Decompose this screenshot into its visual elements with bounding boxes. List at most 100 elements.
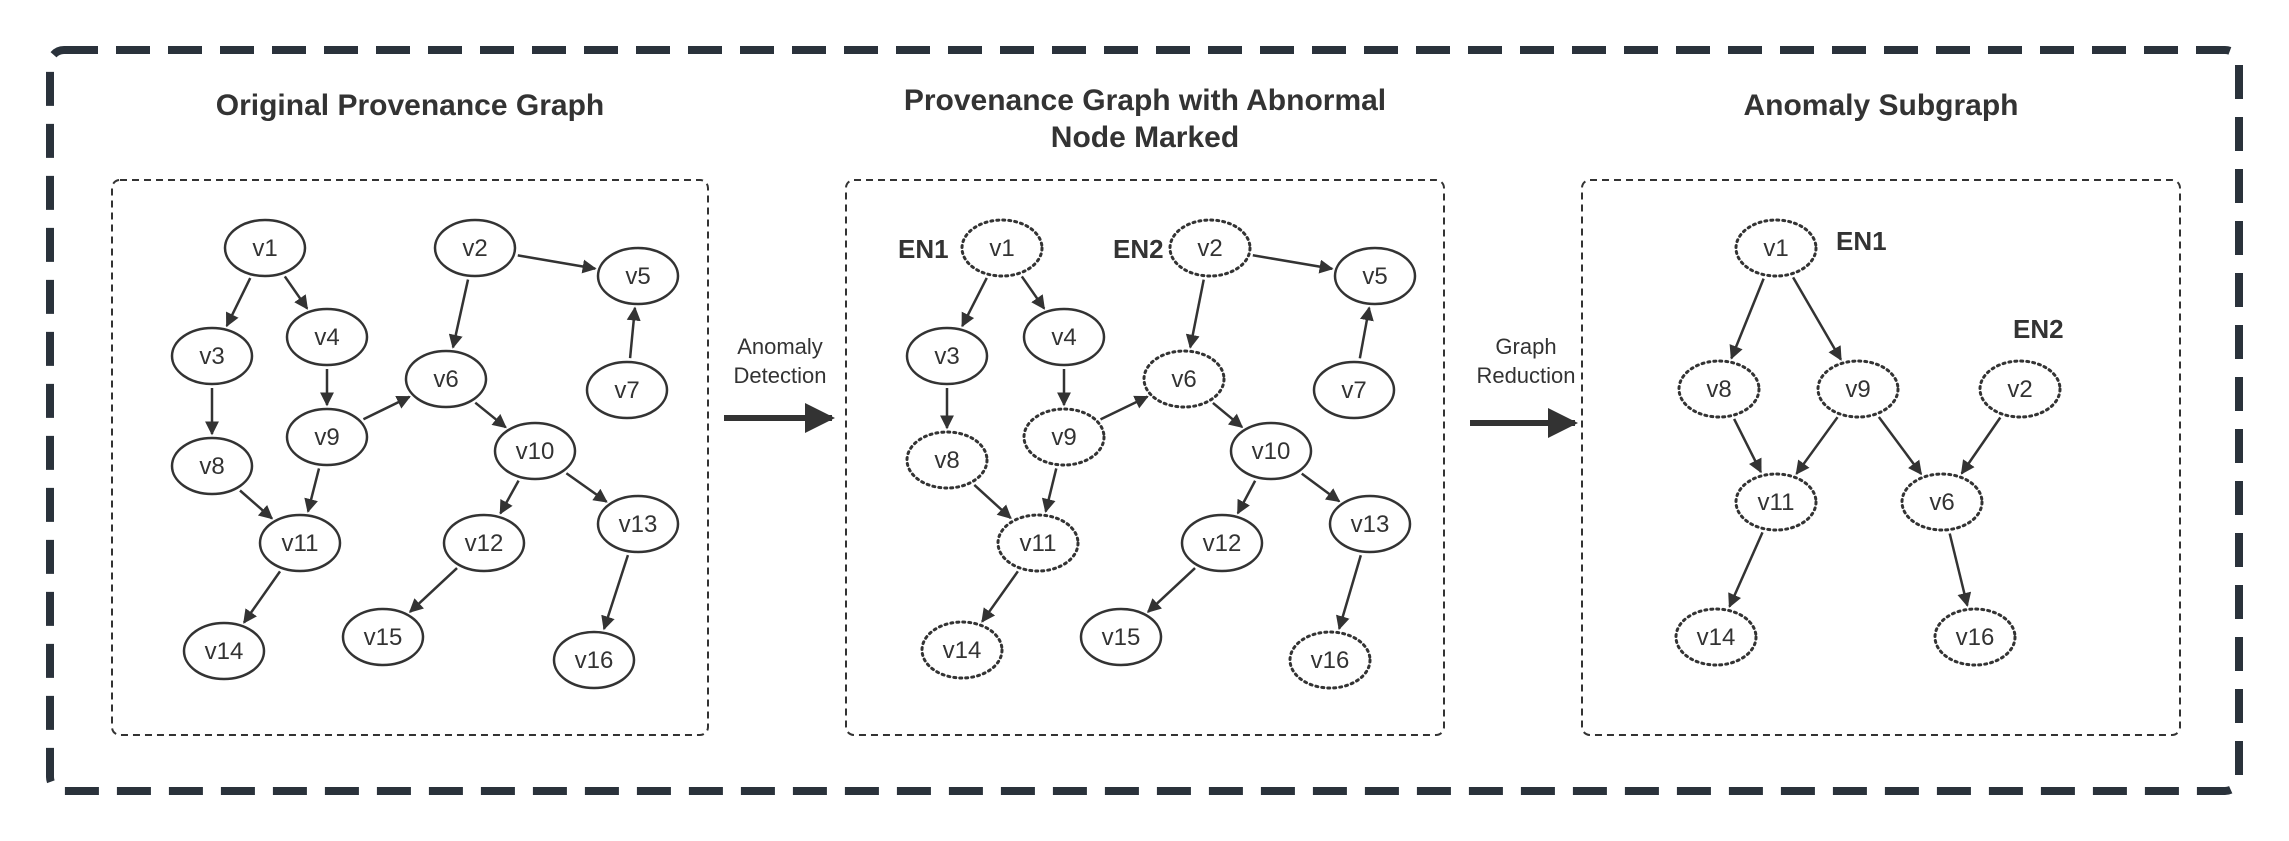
node-v13: v13: [596, 494, 680, 554]
node-label: v11: [282, 530, 319, 557]
panel-title: Provenance Graph with Abnormal: [904, 84, 1386, 117]
node-v8: v8: [170, 436, 254, 496]
node-v11: v11: [1734, 472, 1818, 532]
node-label: v6: [433, 366, 458, 393]
node-ellipse: [442, 513, 526, 573]
edge-v2-v6: [1960, 416, 2002, 475]
node-ellipse: [493, 421, 577, 481]
node-ellipse: [1229, 421, 1313, 481]
node-label: v4: [314, 324, 339, 351]
edge-v6-v10: [474, 401, 507, 429]
node-ellipse: [1312, 360, 1396, 420]
node-ellipse: [585, 360, 669, 420]
edge-v2-v6: [1185, 279, 1205, 349]
edge-v10-v13: [565, 472, 608, 503]
edge-v6-v16: [1948, 533, 1972, 607]
node-v10: v10: [1229, 421, 1313, 481]
edge-v9-v11: [1041, 468, 1058, 513]
transition-label: Anomaly: [737, 334, 823, 359]
node-v8: v8: [1677, 359, 1761, 419]
node-ellipse: [1022, 407, 1106, 467]
entry-label-en1: EN1: [1836, 226, 1887, 256]
node-v9: v9: [1816, 359, 1900, 419]
node-ellipse: [1933, 607, 2017, 667]
node-v14: v14: [1674, 607, 1758, 667]
node-ellipse: [996, 513, 1080, 573]
node-label: v1: [1763, 235, 1788, 262]
node-label: v6: [1929, 489, 1954, 516]
node-label: v8: [1706, 376, 1731, 403]
node-v12: v12: [442, 513, 526, 573]
node-label: v16: [1956, 624, 1995, 651]
node-label: v2: [2007, 376, 2032, 403]
node-ellipse: [1022, 307, 1106, 367]
node-v7: v7: [585, 360, 669, 420]
node-label: v10: [516, 438, 555, 465]
node-v15: v15: [341, 607, 425, 667]
edge-v10-v12: [1236, 480, 1257, 515]
node-v12: v12: [1180, 513, 1264, 573]
panel-title: Original Provenance Graph: [216, 89, 604, 122]
edge-v11-v14: [981, 570, 1019, 623]
node-label: v12: [465, 530, 504, 557]
node-label: v1: [989, 235, 1014, 262]
edge-v11-v14: [1728, 531, 1764, 608]
node-label: v10: [1252, 438, 1291, 465]
node-ellipse: [404, 349, 488, 409]
node-ellipse: [1079, 607, 1163, 667]
node-ellipse: [341, 607, 425, 667]
node-v1: v1: [960, 218, 1044, 278]
node-label: v9: [314, 424, 339, 451]
node-v9: v9: [285, 407, 369, 467]
node-v14: v14: [920, 620, 1004, 680]
panel-title: Anomaly Subgraph: [1743, 89, 2018, 122]
node-label: v14: [205, 638, 244, 665]
edge-v2-v5: [517, 254, 597, 274]
node-label: v11: [1758, 489, 1795, 516]
node-ellipse: [433, 218, 517, 278]
edge-v8-v11: [1733, 418, 1762, 474]
node-ellipse: [1333, 246, 1417, 306]
edge-v2-v6: [448, 279, 470, 349]
node-label: v3: [199, 343, 224, 370]
node-ellipse: [1978, 359, 2062, 419]
node-v7: v7: [1312, 360, 1396, 420]
node-v2: v2: [1978, 359, 2062, 419]
node-label: v5: [625, 263, 650, 290]
node-ellipse: [170, 436, 254, 496]
node-v9: v9: [1022, 407, 1106, 467]
edge-v1-v4: [1020, 275, 1046, 310]
edge-v6-v10: [1212, 401, 1244, 429]
edge-v10-v13: [1301, 472, 1341, 503]
node-label: v15: [364, 624, 403, 651]
node-label: v7: [614, 377, 639, 404]
node-v10: v10: [493, 421, 577, 481]
edge-v9-v6: [1877, 416, 1923, 476]
node-v2: v2: [1168, 218, 1252, 278]
node-ellipse: [1288, 630, 1372, 690]
node-ellipse: [1900, 472, 1984, 532]
edge-v10-v12: [499, 479, 520, 515]
node-v3: v3: [905, 326, 989, 386]
node-v6: v6: [404, 349, 488, 409]
node-label: v5: [1362, 263, 1387, 290]
node-v5: v5: [596, 246, 680, 306]
edge-v9-v6: [1099, 395, 1149, 421]
node-label: v3: [934, 343, 959, 370]
node-label: v8: [934, 447, 959, 474]
edge-v9-v11: [304, 468, 321, 513]
entry-label-en1: EN1: [898, 234, 949, 264]
panel-title: Node Marked: [1051, 121, 1239, 154]
node-ellipse: [905, 430, 989, 490]
node-ellipse: [1816, 359, 1900, 419]
edge-v13-v16: [601, 554, 630, 631]
edge-v7-v5: [1358, 306, 1374, 359]
edge-v9-v11: [1795, 416, 1839, 475]
outer-border: [46, 46, 2243, 795]
panel-border: [111, 179, 709, 736]
edge-v11-v14: [242, 570, 282, 624]
node-v11: v11: [996, 513, 1080, 573]
node-ellipse: [285, 307, 369, 367]
